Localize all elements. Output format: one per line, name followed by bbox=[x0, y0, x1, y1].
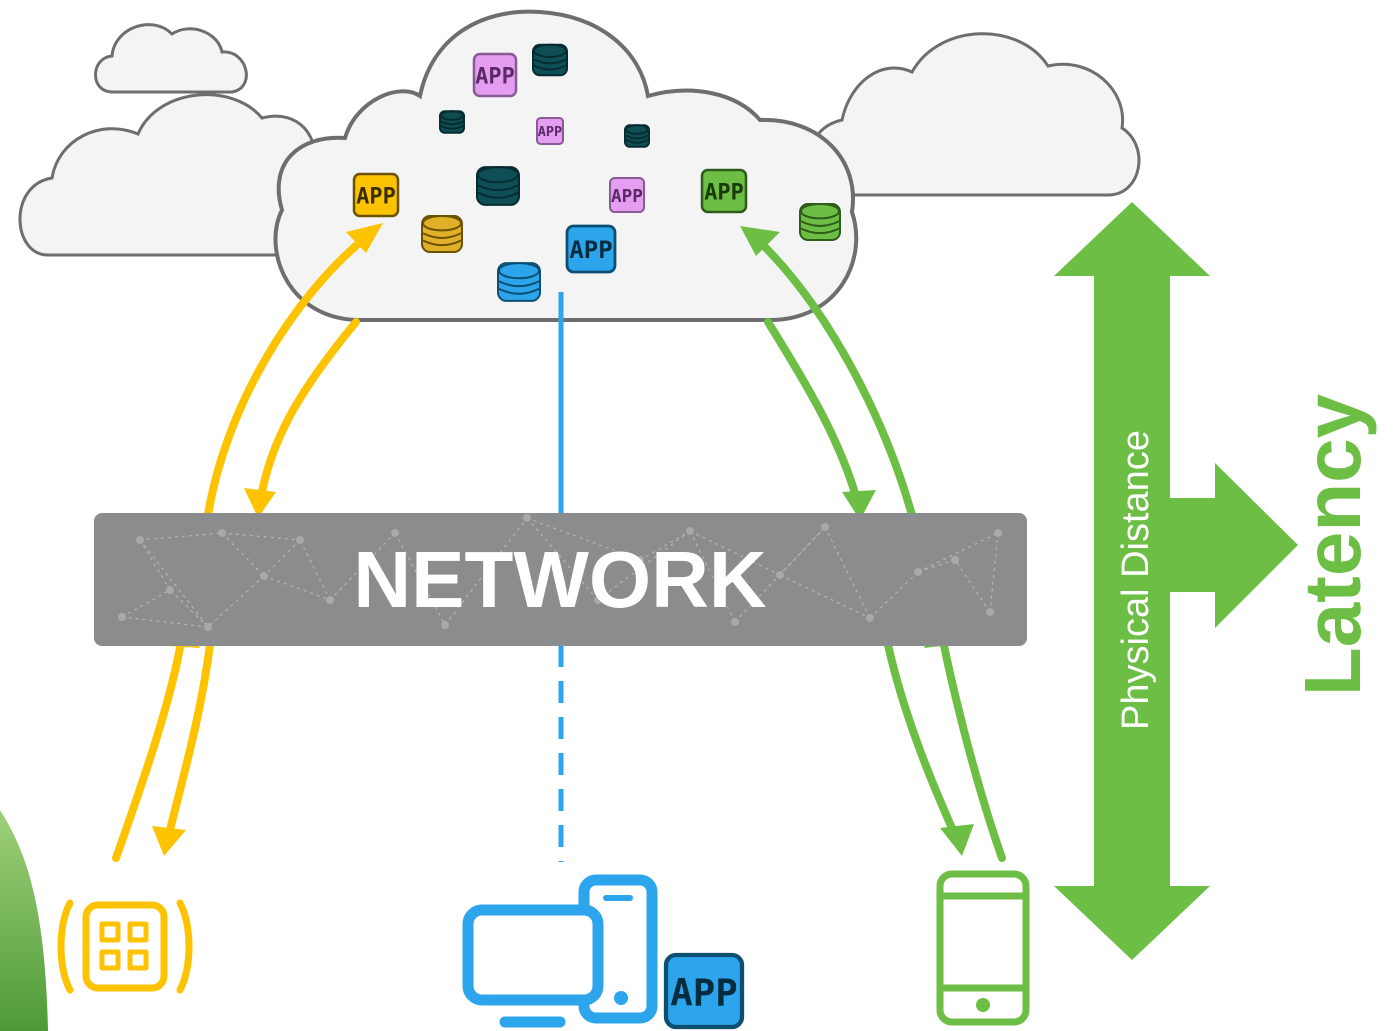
main-cloud bbox=[273, 9, 859, 322]
iot-hub-icon bbox=[57, 899, 193, 994]
app-badge-yellow: APP bbox=[352, 172, 400, 218]
app-badge-label: APP bbox=[475, 64, 514, 89]
green-arrowhead-cloud bbox=[740, 226, 780, 256]
physical-distance-label: Physical Distance bbox=[1115, 430, 1157, 730]
yellow-arrowhead-cloud bbox=[346, 223, 383, 253]
decorative-leaf bbox=[0, 810, 48, 1031]
app-badge-green: APP bbox=[700, 168, 748, 214]
app-badge-label: APP bbox=[611, 187, 643, 207]
app-badge-label: APP bbox=[670, 970, 738, 1014]
green-uplink-lower bbox=[938, 632, 1006, 862]
latency-label: Latency bbox=[1288, 393, 1377, 696]
database-teal-small-left bbox=[439, 110, 465, 134]
network-label: NETWORK bbox=[353, 535, 767, 624]
cloud-right bbox=[807, 32, 1141, 197]
green-downlink-lower bbox=[884, 641, 959, 839]
yellow-downlink-upper bbox=[256, 318, 360, 507]
tablet-home-dot bbox=[614, 991, 628, 1005]
smartphone-icon bbox=[936, 870, 1030, 1026]
app-badge-label: APP bbox=[704, 180, 743, 205]
app-badge-pink-small: APP bbox=[536, 117, 564, 145]
latency-arrow bbox=[1165, 463, 1298, 628]
green-arrowhead-device bbox=[940, 824, 974, 856]
database-green bbox=[799, 203, 841, 241]
app-badge-label: APP bbox=[538, 124, 562, 140]
small-cloud-top-left bbox=[94, 23, 248, 94]
smartphone-home-button bbox=[976, 998, 990, 1012]
yellow-uplink-upper bbox=[204, 234, 369, 519]
yellow-arrowhead-network-top bbox=[244, 488, 276, 518]
green-uplink-upper bbox=[754, 236, 916, 519]
network-bar: NETWORK bbox=[94, 513, 1027, 646]
app-badge-label: APP bbox=[356, 184, 395, 209]
green-downlink-upper bbox=[764, 318, 862, 507]
database-yellow bbox=[421, 215, 463, 253]
app-badge-pink-medium: APP bbox=[608, 176, 646, 214]
database-teal-small-right bbox=[624, 124, 650, 148]
yellow-downlink-lower bbox=[164, 641, 214, 842]
desktop-and-tablet-icon bbox=[462, 874, 658, 1028]
yellow-arrowhead-device bbox=[152, 826, 186, 856]
database-teal-top bbox=[532, 43, 568, 77]
green-arrowhead-network-top bbox=[842, 490, 876, 520]
database-blue bbox=[497, 262, 541, 302]
device-app-badge: APP bbox=[663, 952, 745, 1030]
physical-distance-double-arrow bbox=[1054, 202, 1210, 960]
app-badge-label: APP bbox=[569, 236, 612, 264]
app-badge-pink-large: APP bbox=[472, 52, 518, 98]
app-badge-blue: APP bbox=[565, 224, 617, 274]
database-teal-large bbox=[476, 166, 520, 206]
yellow-uplink-lower bbox=[112, 632, 186, 862]
